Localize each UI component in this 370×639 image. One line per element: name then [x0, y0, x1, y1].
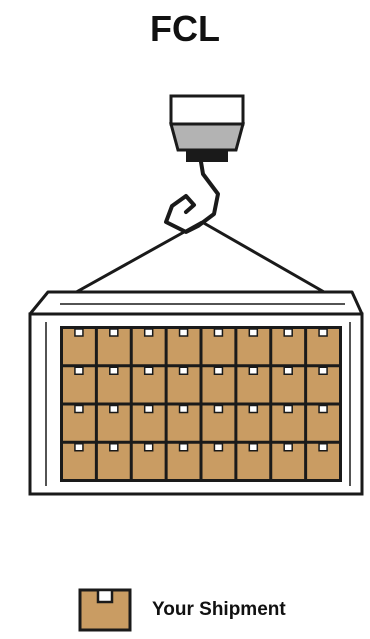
cargo-box — [98, 406, 130, 441]
cargo-box — [203, 367, 235, 402]
shipping-container-icon — [30, 292, 362, 494]
cargo-box — [63, 444, 95, 479]
cargo-box — [63, 329, 95, 364]
cargo-box — [168, 444, 200, 479]
cargo-box — [98, 444, 130, 479]
cargo-box — [272, 329, 304, 364]
cargo-box — [203, 406, 235, 441]
cargo-box — [63, 367, 95, 402]
cargo-box — [307, 367, 339, 402]
lifting-cables — [62, 222, 338, 300]
cargo-box — [272, 406, 304, 441]
legend: Your Shipment — [78, 588, 286, 632]
cargo-box — [98, 367, 130, 402]
shipment-box-icon — [78, 588, 132, 632]
cargo-box — [133, 444, 165, 479]
cargo-box — [168, 367, 200, 402]
cargo-box — [133, 367, 165, 402]
cargo-box — [133, 329, 165, 364]
legend-label: Your Shipment — [152, 599, 286, 621]
cargo-box — [237, 367, 269, 402]
cargo-box — [237, 444, 269, 479]
cargo-box — [203, 329, 235, 364]
fcl-illustration — [0, 0, 370, 560]
cargo-box — [203, 444, 235, 479]
cargo-box — [307, 444, 339, 479]
cargo-box — [237, 406, 269, 441]
cargo-box — [133, 406, 165, 441]
cargo-box — [272, 367, 304, 402]
cargo-box — [272, 444, 304, 479]
cargo-box — [98, 329, 130, 364]
cargo-box — [63, 406, 95, 441]
crane-hook-icon — [166, 96, 243, 232]
cargo-box — [307, 406, 339, 441]
cargo-box — [168, 406, 200, 441]
cargo-box — [168, 329, 200, 364]
cargo-box — [307, 329, 339, 364]
cargo-box — [237, 329, 269, 364]
